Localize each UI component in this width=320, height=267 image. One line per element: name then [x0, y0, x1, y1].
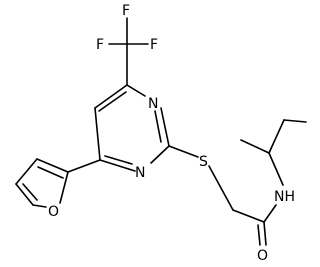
atom-label-f-left: F	[96, 37, 104, 53]
bond-n3-c4-double	[104, 155, 133, 165]
bond-n1-c2	[160, 107, 170, 147]
bond-co-o	[263, 221, 267, 246]
bond-furan-c4-c5-double	[22, 183, 38, 201]
structure-diagram: F F F N N S O NH O	[15, 3, 307, 264]
bond-n1-c2-double	[154, 110, 162, 143]
bond-c2-n3	[150, 145, 170, 164]
bond-c6-c5-double	[98, 91, 127, 112]
bond-furan-c5-o	[32, 204, 47, 208]
bond-co-n	[263, 204, 277, 223]
bond-c2-s	[168, 145, 199, 158]
atom-label-s-thioether: S	[199, 154, 208, 170]
bond-c6-n1	[126, 84, 146, 97]
bond-n3-c4	[99, 159, 136, 172]
bond-ch2-ch3	[283, 119, 307, 123]
bond-furan-c4-c5	[15, 183, 34, 206]
bond-furan-c3-c4	[15, 158, 38, 185]
atom-label-o-furan: O	[48, 204, 59, 220]
bond-furan-c2-c3-double	[37, 166, 64, 179]
bond-ch-ch3	[240, 139, 270, 154]
atom-label-n-ring-upper: N	[148, 96, 158, 112]
atom-label-o-carbonyl: O	[257, 248, 268, 264]
atom-label-nh-amide: NH	[274, 189, 295, 205]
bond-n-ch	[268, 152, 284, 186]
atom-label-n-ring-lower: N	[135, 165, 145, 181]
bond-furan-o-c2	[59, 171, 69, 204]
bond-co-o-double	[257, 224, 261, 246]
atom-label-f-top: F	[122, 3, 130, 19]
bond-ch-ch2	[268, 119, 285, 154]
bond-c4-furan	[67, 159, 101, 173]
bond-c4-c5	[94, 107, 101, 161]
atom-label-f-right: F	[150, 37, 158, 53]
bond-furan-c2-c3	[36, 158, 69, 173]
molecule-canvas: F F F N N S O NH O	[15, 3, 307, 264]
bond-ch2-co	[232, 209, 265, 223]
bond-s-ch2	[208, 165, 234, 211]
bond-c6-c5	[94, 84, 128, 109]
